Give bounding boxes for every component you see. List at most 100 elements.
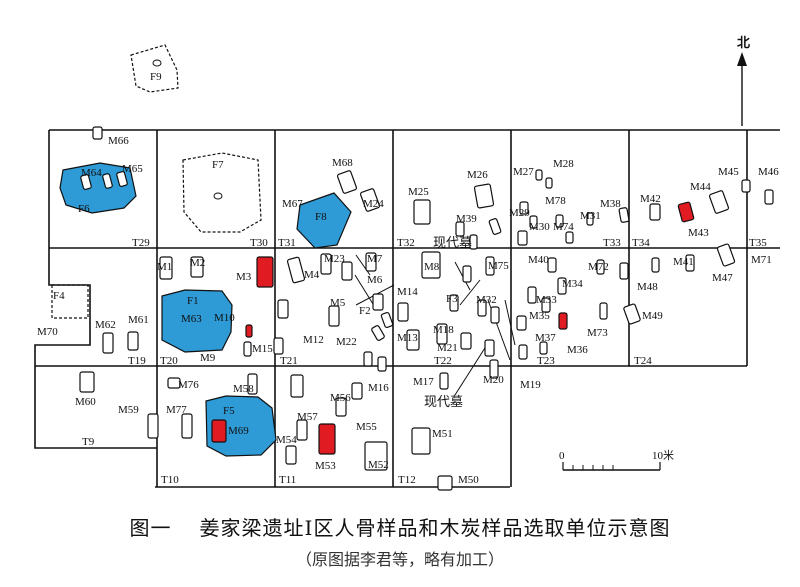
grave-outline [102, 332, 114, 354]
grave-outline [79, 371, 95, 393]
graves-label: M50 [458, 474, 479, 486]
graves-label: M7 [367, 253, 383, 265]
graves-label: M61 [128, 314, 149, 326]
grave-outline [489, 359, 499, 379]
grave-outline [341, 261, 353, 281]
graves-label: M22 [336, 336, 357, 348]
grave-outline [558, 312, 568, 330]
graves-label: M29 [509, 207, 530, 219]
graves-label: M31 [580, 210, 601, 222]
graves-label: M72 [588, 261, 609, 273]
grave-outline [277, 299, 289, 319]
graves-label: M10 [214, 312, 235, 324]
graves-label: M64 [81, 167, 102, 179]
graves-label: M54 [276, 434, 297, 446]
grave-outline [243, 341, 252, 357]
figure-title: 姜家梁遗址Ⅰ区人骨样品和木炭样品选取单位示意图 [199, 516, 671, 540]
graves-label: M56 [330, 392, 351, 404]
grave-outline [541, 297, 551, 313]
figure-source-note: （原图据李君等，略有加工） [295, 550, 504, 569]
graves-label: M12 [303, 334, 324, 346]
graves-label: M5 [330, 297, 346, 309]
graves-label: M44 [690, 181, 711, 193]
graves-label: M24 [363, 198, 384, 210]
grave-outline [623, 303, 641, 325]
graves-label: M65 [122, 163, 143, 175]
graves-label: M13 [397, 332, 418, 344]
grave-outline [539, 341, 548, 355]
graves-label: M4 [304, 269, 320, 281]
trenches-label: T32 [397, 237, 415, 249]
graves-label: M60 [75, 396, 96, 408]
graves-label: M52 [368, 459, 389, 471]
grave-outline [649, 203, 661, 221]
grave-outline [488, 218, 502, 235]
graves-label: M16 [368, 382, 389, 394]
graves-label: M57 [297, 411, 318, 423]
grave-outline [677, 201, 695, 223]
leader-line [459, 279, 481, 306]
trenches-label: T20 [160, 355, 178, 367]
trenches-label: T35 [749, 237, 767, 249]
graves-label: M62 [95, 319, 116, 331]
graves-label: M70 [37, 326, 58, 338]
graves-label: M49 [642, 310, 663, 322]
modern-grave-label: 现代墓 [433, 235, 472, 250]
graves-label: M15 [252, 343, 273, 355]
trenches-label: T23 [537, 355, 555, 367]
graves-label: M39 [456, 213, 477, 225]
grave-outline [708, 190, 730, 214]
grave-outline [256, 256, 274, 288]
grave-outline [102, 173, 113, 189]
grave-outline [296, 419, 308, 441]
figure-number: 图一 [129, 516, 172, 540]
graves-label: M6 [367, 274, 383, 286]
bone-sample-area [296, 192, 352, 249]
graves-label: M75 [488, 260, 509, 272]
grave-outline [286, 256, 306, 284]
grave-outline [320, 253, 332, 275]
graves-label: M26 [467, 169, 488, 181]
grave-outline [181, 413, 193, 439]
graves-label: M1 [157, 261, 172, 273]
grave-outline [473, 183, 495, 209]
trenches-label: T29 [132, 237, 150, 249]
features-label: F6 [78, 203, 90, 215]
graves-label: M45 [718, 166, 739, 178]
graves-label: M78 [545, 195, 566, 207]
grave-outline [437, 475, 453, 491]
leader-line [504, 299, 516, 346]
grave-outline [397, 302, 409, 322]
grave-outline [519, 201, 529, 215]
graves-label: M17 [413, 376, 434, 388]
grave-outline [116, 171, 128, 187]
grave-outline [159, 256, 173, 280]
graves-label: M35 [529, 310, 550, 322]
graves-label: M18 [433, 324, 454, 336]
grave-outline [469, 234, 478, 250]
grave-outline [363, 351, 373, 367]
graves-label: M63 [181, 313, 202, 325]
trenches-label: T10 [161, 474, 179, 486]
graves-label: M34 [562, 278, 583, 290]
graves-label: M77 [166, 404, 187, 416]
trenches-label: T33 [603, 237, 621, 249]
north-arrow: 北 [737, 35, 750, 126]
trenches-label: T31 [278, 237, 296, 249]
grave-outline [651, 257, 660, 273]
grave-outline [92, 126, 103, 140]
graves-label: M53 [315, 460, 336, 472]
grave-outline [535, 169, 543, 181]
grave-outline [147, 413, 159, 439]
graves-label: M74 [553, 221, 574, 233]
grave-outline [245, 324, 253, 338]
grave-outline [586, 212, 594, 226]
graves-label: M40 [528, 254, 549, 266]
graves-label: M8 [424, 261, 440, 273]
grave-outline [741, 179, 751, 193]
grave-outline [406, 329, 420, 351]
grave-outline [764, 189, 774, 205]
graves-label: M32 [476, 294, 497, 306]
features-label: F4 [53, 290, 65, 302]
